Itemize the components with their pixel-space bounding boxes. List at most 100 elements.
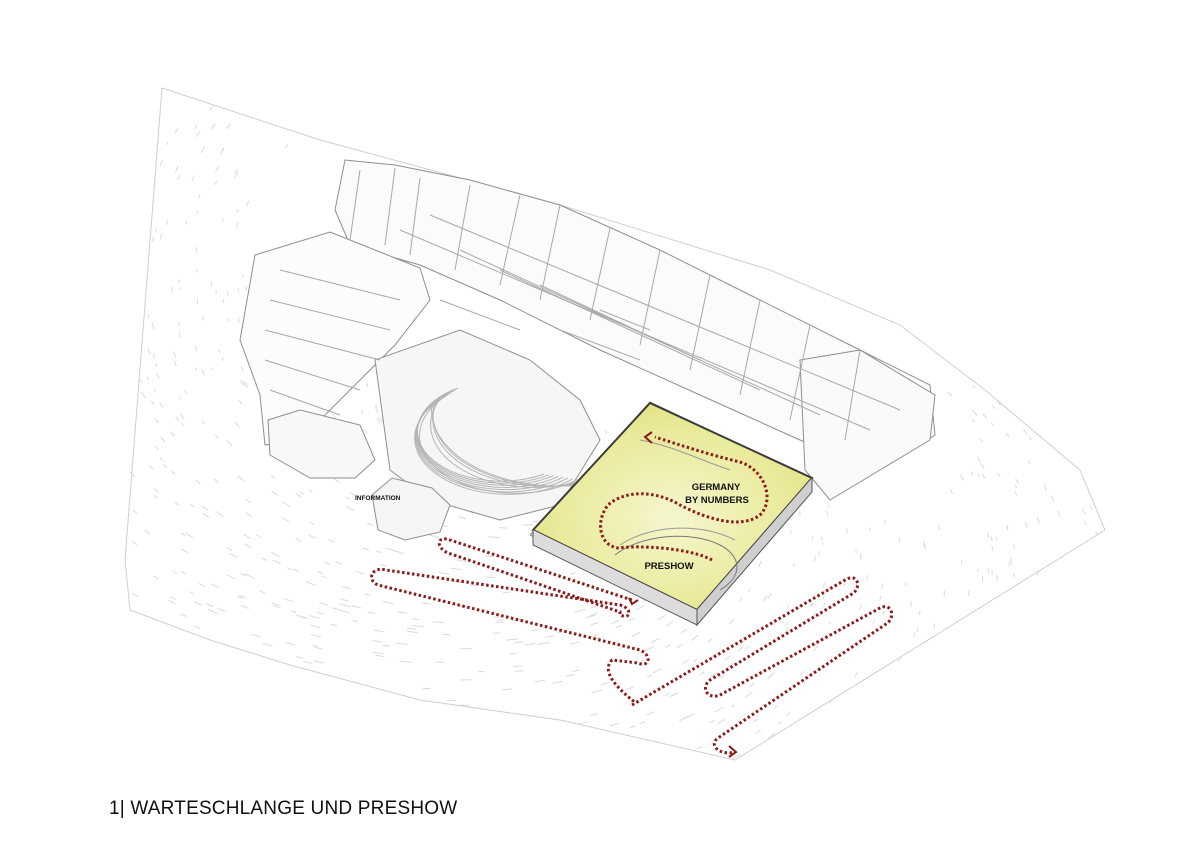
germany-label-line2: BY NUMBERS	[685, 495, 749, 506]
terrain-dash	[154, 418, 159, 424]
interior-walls	[264, 167, 901, 441]
wall-line	[499, 269, 761, 391]
terrain-dash	[739, 597, 743, 602]
terrain-dash	[243, 533, 252, 539]
terrain-dash	[753, 718, 758, 723]
terrain-dash	[971, 418, 976, 423]
terrain-dash	[180, 613, 187, 617]
terrain-dash	[639, 721, 646, 725]
terrain-dash	[859, 604, 862, 610]
terrain-dash	[411, 618, 419, 621]
terrain-dash	[330, 623, 338, 627]
terrain-dash	[881, 583, 884, 589]
terrain-dash	[320, 575, 327, 579]
terrain-dash	[310, 624, 321, 629]
terrain-dash	[997, 401, 1002, 406]
terrain-dash	[238, 399, 243, 405]
terrain-dash	[749, 682, 756, 688]
terrain-dash	[692, 658, 698, 663]
terrain-dash	[173, 351, 177, 358]
terrain-dash	[970, 471, 974, 476]
terrain-dash	[718, 718, 726, 724]
wall-line	[844, 349, 861, 441]
seat-row	[430, 405, 597, 487]
terrain-dash	[827, 504, 830, 508]
terrain-dash	[610, 722, 620, 727]
terrain-dash	[918, 610, 921, 615]
terrain-dash	[244, 543, 252, 549]
wall-line	[279, 269, 401, 301]
terrain-dash	[591, 689, 603, 694]
terrain-dash	[312, 644, 319, 648]
terrain-dash	[153, 388, 157, 393]
terrain-dash	[141, 391, 146, 399]
terrain-dash	[178, 321, 181, 326]
terrain-dash	[898, 536, 901, 543]
terrain-dash	[531, 629, 539, 632]
terrain-dash	[227, 574, 237, 580]
terrain-dash	[545, 635, 554, 638]
terrain-dash	[432, 621, 445, 624]
terrain-dash	[375, 654, 385, 658]
terrain-dash	[382, 644, 391, 647]
terrain-dash	[214, 180, 218, 186]
terrain-dash	[335, 561, 343, 565]
terrain-dash	[745, 691, 753, 698]
terrain-dash	[646, 711, 655, 716]
terrain-dash	[818, 613, 822, 618]
terrain-dash	[469, 584, 479, 587]
queue-right	[631, 576, 894, 755]
terrain-dash	[148, 464, 154, 470]
terrain-dash	[236, 595, 243, 600]
terrain-dash	[485, 555, 495, 557]
terrain-dash	[201, 369, 205, 376]
terrain-dash	[170, 469, 176, 475]
terrain-dash	[882, 610, 885, 615]
terrain-dash	[869, 527, 871, 531]
terrain-dash	[979, 438, 984, 443]
wall-line	[689, 274, 711, 371]
terrain-dash	[345, 496, 350, 500]
terrain-dash	[913, 632, 916, 638]
terrain-dash	[884, 519, 886, 524]
terrain-dash	[854, 671, 859, 678]
terrain-dash	[514, 641, 524, 644]
terrain-dash	[206, 603, 213, 607]
terrain-dash	[234, 421, 240, 428]
terrain-dash	[450, 567, 462, 571]
terrain-dash	[879, 595, 882, 602]
terrain-dash	[189, 503, 195, 508]
terrain-dash	[351, 619, 359, 623]
terrain-dash	[590, 633, 599, 638]
terrain-dash	[153, 494, 158, 499]
terrain-dash	[366, 522, 374, 526]
terrain-dash	[200, 146, 205, 153]
terrain-dash	[767, 675, 772, 680]
terrain-dash	[155, 363, 158, 367]
terrain-dash	[786, 604, 790, 610]
terrain-dash	[295, 492, 303, 498]
wall-line	[599, 309, 651, 331]
terrain-dash	[213, 478, 219, 484]
terrain-dash	[364, 593, 371, 596]
terrain-dash	[221, 147, 225, 151]
terrain-dash	[201, 420, 206, 425]
terrain-dash	[501, 688, 513, 691]
terrain-dash	[151, 400, 155, 406]
terrain-dash	[512, 665, 523, 668]
terrain-dash	[341, 585, 351, 590]
terrain-dash	[159, 403, 164, 408]
terrain-dash	[828, 621, 831, 625]
terrain-dash	[442, 633, 451, 636]
terrain-dash	[399, 660, 412, 663]
terrain-dash	[271, 602, 282, 607]
terrain-dash	[316, 570, 323, 575]
terrain-dash	[339, 598, 349, 602]
figure-caption: 1| WARTESCHLANGE UND PRESHOW	[109, 798, 458, 819]
terrain-dash	[818, 550, 821, 556]
terrain-dash	[535, 679, 545, 683]
terrain-dash	[324, 561, 332, 566]
terrain-dash	[438, 572, 450, 575]
terrain-dash	[365, 382, 369, 388]
